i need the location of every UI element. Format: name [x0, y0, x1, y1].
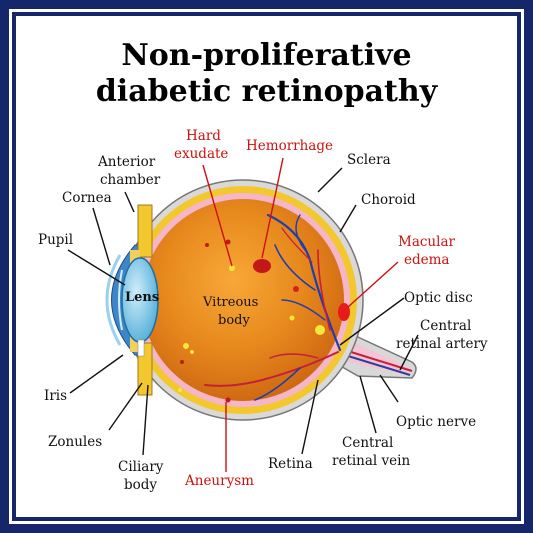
retina-label: Retina	[268, 456, 313, 472]
lens-label: Lens	[125, 290, 159, 305]
svg-text:exudate: exudate	[174, 146, 228, 162]
diagram-title: Non-proliferative diabetic retinopathy	[0, 38, 533, 110]
zonules-label: Zonules	[48, 434, 102, 450]
hard-exudate-label: Hard exudate	[174, 128, 228, 162]
svg-text:retinal artery: retinal artery	[396, 336, 488, 352]
central-retinal-vein-label: Central retinal vein	[332, 435, 410, 469]
svg-text:edema: edema	[404, 252, 449, 268]
svg-text:chamber: chamber	[100, 172, 161, 188]
svg-text:Ciliary: Ciliary	[118, 459, 164, 475]
leader-lines	[67, 157, 419, 472]
svg-text:Central: Central	[420, 318, 471, 334]
title-line-2: diabetic retinopathy	[95, 74, 438, 109]
lesions	[178, 239, 350, 403]
optic-nerve-label: Optic nerve	[396, 414, 476, 430]
iris-label: Iris	[44, 388, 67, 404]
choroid-label: Choroid	[361, 192, 416, 208]
optic-disc-label: Optic disc	[404, 290, 473, 306]
pupil-label: Pupil	[38, 232, 73, 248]
central-retinal-artery-label: Central retinal artery	[396, 318, 488, 352]
hemorrhage-label: Hemorrhage	[246, 138, 333, 154]
cornea-label: Cornea	[62, 190, 112, 206]
vitreous-body-label: Vitreous body	[202, 295, 258, 328]
ciliary-body-label: Ciliary body	[118, 459, 164, 493]
retinal-vessels	[204, 213, 342, 401]
svg-text:body: body	[218, 313, 250, 328]
svg-text:Macular: Macular	[398, 234, 455, 250]
svg-text:Vitreous: Vitreous	[202, 295, 258, 310]
svg-text:Hard: Hard	[186, 128, 221, 144]
anterior-segment	[105, 204, 159, 396]
svg-text:retinal vein: retinal vein	[332, 453, 410, 469]
inner-frame	[12, 12, 521, 521]
sclera-label: Sclera	[347, 152, 391, 168]
anterior-chamber-label: Anterior chamber	[97, 154, 161, 188]
title-line-1: Non-proliferative	[121, 38, 412, 73]
svg-text:body: body	[124, 477, 157, 493]
svg-text:Anterior: Anterior	[97, 154, 156, 170]
aneurysm-label: Aneurysm	[184, 473, 254, 489]
macular-edema-label: Macular edema	[398, 234, 455, 268]
svg-text:Central: Central	[342, 435, 393, 451]
